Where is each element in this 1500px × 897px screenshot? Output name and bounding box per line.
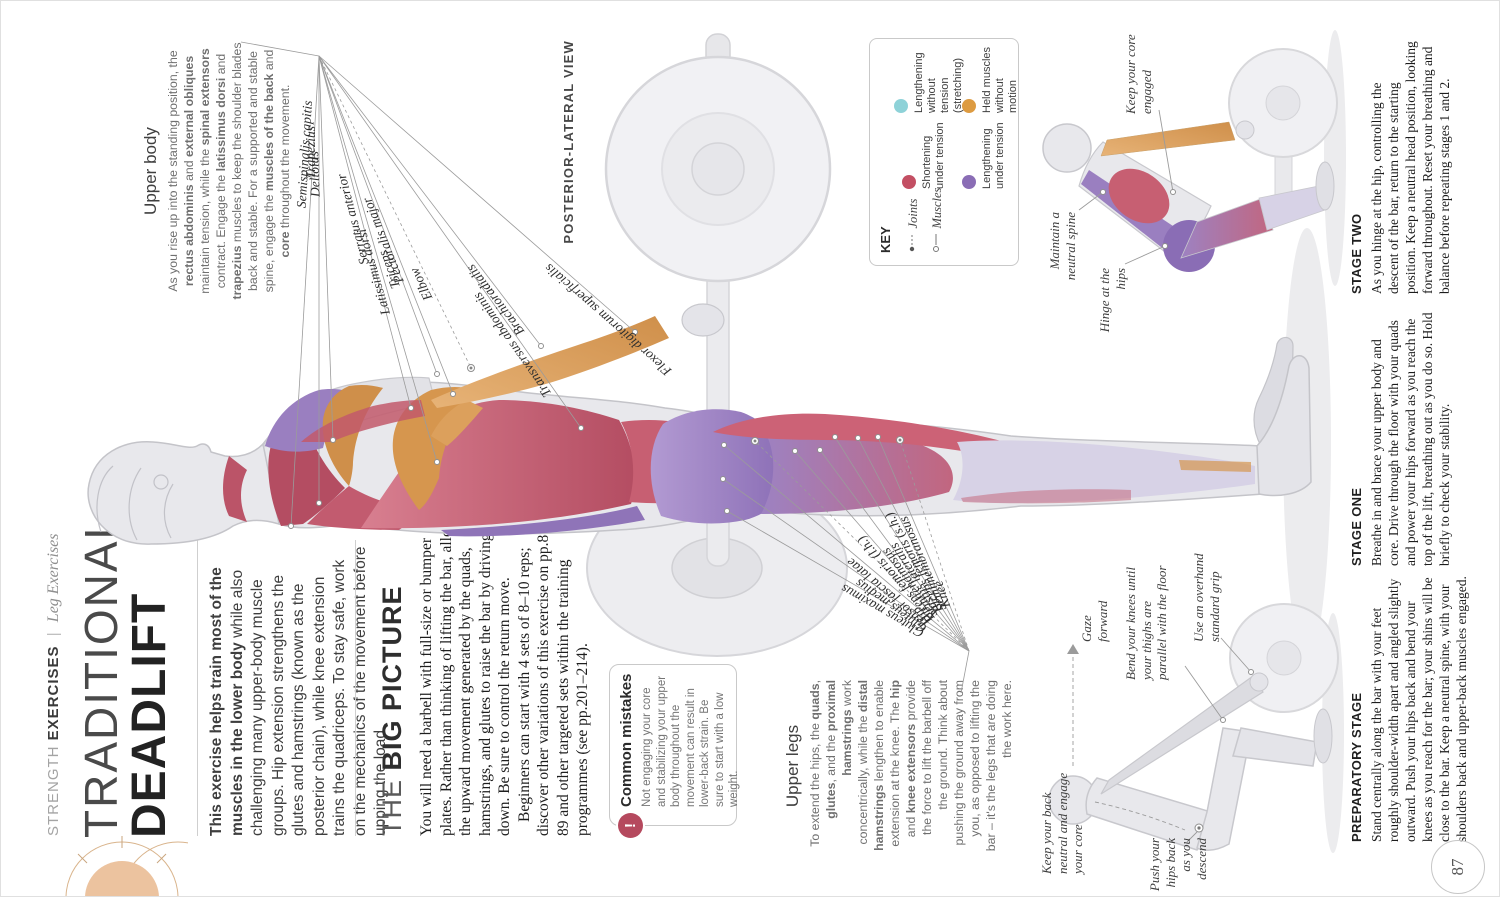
page-number: 87 [1448, 858, 1467, 876]
annotation-push-hips: Push your hips back as you descend [1147, 838, 1209, 892]
main-figure [87, 303, 1312, 545]
achilles-band [1179, 460, 1251, 472]
key-item-stretching: Lengthening without tension (stretching) [894, 43, 965, 113]
annotation-back-neutral: Keep your back neutral and engage your c… [1039, 772, 1085, 874]
leader-dots [288, 329, 638, 529]
stage-two-annotation-leaders [1078, 109, 1174, 265]
muscle-label: Trapezius [303, 126, 318, 179]
prep-annotation-leaders [1067, 637, 1252, 843]
annotation-gaze-forward: Gaze forward [1079, 600, 1110, 642]
head [87, 441, 286, 545]
hand [681, 303, 725, 337]
leg-muscle-labels: Gluteus maximus Gluteus medius Tensor fa… [838, 510, 953, 641]
stage-two-annotation-dots [1100, 189, 1176, 249]
key-box: KEY Joints Muscles Shortening under tens… [869, 38, 1019, 266]
red-dot [902, 175, 916, 189]
stage-two-block: STAGE TWO As you hinge at the hip, contr… [1349, 40, 1453, 294]
leg-leader-dots [720, 434, 904, 514]
stage-one-block: STAGE ONE Breathe in and brace your uppe… [1349, 310, 1453, 566]
triceps-muscle [301, 400, 425, 442]
stage-preparatory-text: Stand centrally along the bar with your … [1369, 576, 1469, 842]
calf-red-sliver [961, 489, 1131, 504]
stage-two-heading: STAGE TWO [1349, 213, 1364, 294]
annotation-core-engaged: Keep your core engaged [1123, 34, 1154, 114]
key-muscles-row: Muscles [928, 188, 946, 253]
key-item-held: Held muscles without motion [962, 43, 1020, 113]
annotation-overhand-grip: Use an overhand standard grip [1191, 553, 1222, 642]
barbell-plate-near [604, 33, 832, 283]
annotation-bend-knees: Bend your knees until your thighs are pa… [1123, 565, 1169, 680]
muscle-label: Deltoids [306, 151, 323, 198]
stage-one-text: Breathe in and brace your upper body and… [1369, 312, 1452, 566]
stage-one-heading: STAGE ONE [1349, 487, 1364, 566]
muscle-label: Elbow [407, 265, 436, 303]
leg-label-leaders [722, 436, 970, 694]
muscle-label: Semispinalis capitis [294, 100, 315, 208]
stage-preparatory-block: PREPARATORY STAGE Stand centrally along … [1349, 574, 1470, 842]
stage-two-text: As you hinge at the hip, controlling the… [1369, 41, 1452, 294]
orange-dot [962, 99, 976, 113]
key-title: KEY [878, 226, 893, 253]
forearm-muscle [431, 316, 669, 408]
prep-annotation-dots [1194, 669, 1254, 833]
side-purple-muscle [441, 506, 645, 537]
annotation-hinge-hips: Hinge at the hips [1097, 268, 1128, 333]
stage-two-figure [1042, 30, 1346, 286]
page-number-circle: 87 [1431, 840, 1485, 894]
key-item-shortening: Shortening under tension [902, 121, 947, 189]
key-item-lengthening: Lengthening under tension [962, 121, 1007, 189]
cyan-dot [894, 99, 908, 113]
key-joints-row: Joints [904, 199, 922, 253]
joint-symbol-icon [909, 234, 915, 252]
calf-muscle [953, 440, 1255, 504]
serratus-muscle [431, 400, 483, 446]
muscle-symbol-icon [933, 234, 939, 252]
prep-stage-figure [1048, 603, 1344, 853]
annotation-neutral-spine: Maintain a neutral spine [1047, 212, 1078, 281]
stage-preparatory-heading: PREPARATORY STAGE [1349, 692, 1364, 842]
upper-label-leaders [240, 41, 636, 527]
near-foot [1256, 355, 1312, 497]
purple-dot [962, 175, 976, 189]
hair-lines [96, 465, 174, 541]
neck-muscle [223, 456, 247, 522]
corner-dial-decoration [65, 836, 188, 896]
